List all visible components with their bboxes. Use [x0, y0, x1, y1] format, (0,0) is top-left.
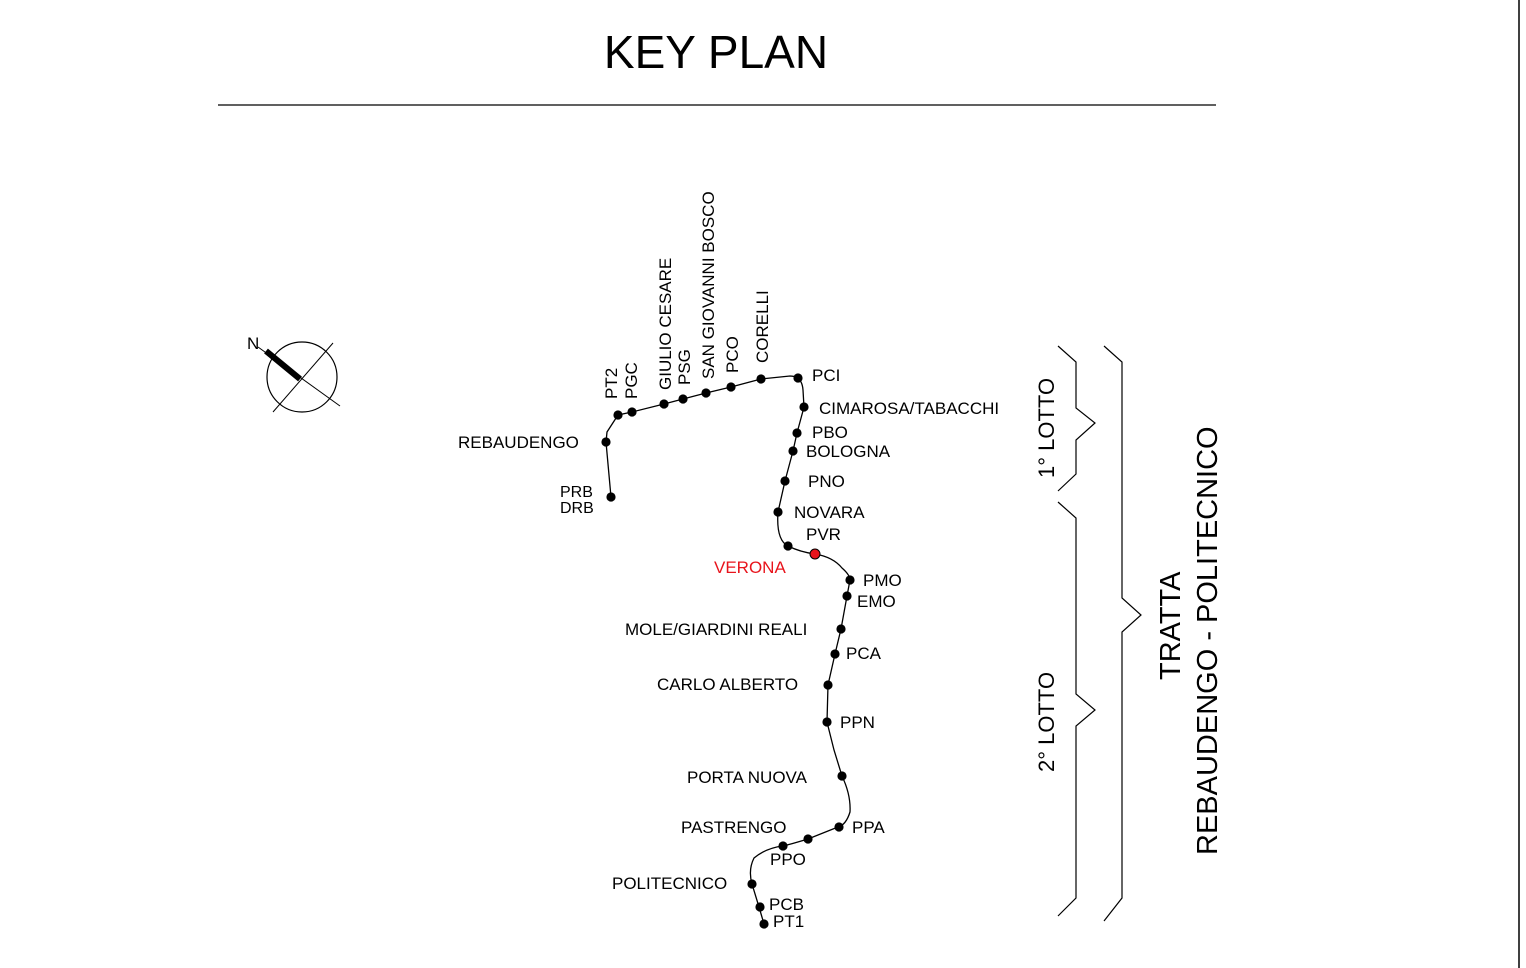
- label-psg: PSG: [675, 349, 694, 385]
- station-dot-pmo: [845, 575, 855, 585]
- label-san-giovanni-bosco: SAN GIOVANNI BOSCO: [699, 191, 718, 379]
- label-ppo: PPO: [770, 850, 806, 869]
- station-dot-san-giovanni-bosco: [701, 388, 711, 398]
- station-dot-pt1: [759, 919, 769, 929]
- station-dot-ppn: [822, 717, 832, 727]
- label-mole: MOLE/GIARDINI REALI: [625, 620, 807, 639]
- station-dot-pt2: [613, 410, 623, 420]
- label-pvr: PVR: [806, 525, 841, 544]
- label-pt1: PT1: [773, 912, 804, 931]
- label-rebaudengo: REBAUDENGO: [458, 433, 579, 452]
- label-pno: PNO: [808, 472, 845, 491]
- label-corelli: CORELLI: [753, 290, 772, 363]
- label-emo: EMO: [857, 592, 896, 611]
- tratta-title: TRATTA: [1155, 571, 1187, 680]
- station-dot-porta-nuova: [837, 771, 847, 781]
- label-bologna: BOLOGNA: [806, 442, 891, 461]
- station-dot-verona-highlight: [809, 548, 821, 560]
- label-pci: PCI: [812, 366, 840, 385]
- label-pca: PCA: [846, 644, 882, 663]
- station-dot-emo: [842, 591, 852, 601]
- station-dot-cimarosa: [799, 402, 809, 412]
- station-dot-prb: [606, 492, 616, 502]
- label-pbo: PBO: [812, 423, 848, 442]
- station-dot-ppo: [778, 841, 788, 851]
- vertical-station-labels: PT2 PGC GIULIO CESARE PSG SAN GIOVANNI B…: [602, 191, 772, 399]
- station-dot-pco: [726, 382, 736, 392]
- label-ppa: PPA: [852, 818, 885, 837]
- station-dot-rebaudengo: [601, 437, 611, 447]
- label-cimarosa: CIMAROSA/TABACCHI: [819, 399, 999, 418]
- tratta-subtitle: REBAUDENGO - POLITECNICO: [1192, 426, 1224, 855]
- label-drb: DRB: [560, 500, 594, 517]
- station-dot-giulio-cesare: [659, 399, 669, 409]
- station-dot-pastrengo: [803, 834, 813, 844]
- station-dot-corelli: [756, 374, 766, 384]
- station-dot-politecnico: [747, 879, 757, 889]
- station-dot-pcb: [755, 902, 765, 912]
- station-dot-novara: [773, 507, 783, 517]
- label-pcb: PCB: [769, 895, 804, 914]
- label-porta-nuova: PORTA NUOVA: [687, 768, 808, 787]
- station-dot-mole: [836, 624, 846, 634]
- label-ppn: PPN: [840, 713, 875, 732]
- north-label: N: [247, 334, 259, 353]
- label-giulio-cesare: GIULIO CESARE: [656, 258, 675, 390]
- station-labels: PRB DRB REBAUDENGO PCI CIMAROSA/TABACCHI…: [458, 366, 999, 931]
- station-dot-pbo: [792, 428, 802, 438]
- station-dot-pvr: [783, 541, 793, 551]
- station-dot-pci: [793, 373, 803, 383]
- lotto-2-label: 2° LOTTO: [1034, 672, 1059, 772]
- north-arrow-icon: [257, 341, 341, 413]
- station-dot-pgc: [627, 407, 637, 417]
- label-carlo-alberto: CARLO ALBERTO: [657, 675, 798, 694]
- station-dot-carlo-alberto: [823, 680, 833, 690]
- label-novara: NOVARA: [794, 503, 865, 522]
- page-title: KEY PLAN: [604, 26, 828, 78]
- label-verona: VERONA: [714, 558, 786, 577]
- label-politecnico: POLITECNICO: [612, 874, 727, 893]
- label-pco: PCO: [723, 336, 742, 373]
- station-dot-ppa: [834, 822, 844, 832]
- label-pgc: PGC: [622, 362, 641, 399]
- label-prb: PRB: [560, 484, 593, 501]
- station-dot-psg: [678, 394, 688, 404]
- station-dots: [601, 373, 855, 929]
- label-pastrengo: PASTRENGO: [681, 818, 786, 837]
- station-dot-pno: [780, 476, 790, 486]
- label-pt2: PT2: [602, 368, 621, 399]
- station-dot-bologna: [788, 446, 798, 456]
- lotto-1-label: 1° LOTTO: [1034, 378, 1059, 478]
- label-pmo: PMO: [863, 571, 902, 590]
- lotto-braces: [1057, 345, 1142, 922]
- station-dot-pca: [830, 649, 840, 659]
